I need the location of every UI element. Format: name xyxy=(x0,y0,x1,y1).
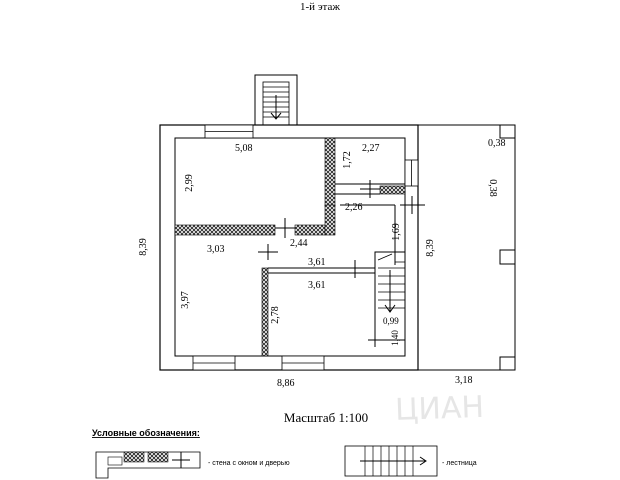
dim-outer-width: 8,86 xyxy=(277,378,295,389)
dim-center-room-height: 2,78 xyxy=(270,306,281,324)
door-markers xyxy=(258,180,425,347)
dim-corridor-width: 2,26 xyxy=(345,202,363,213)
outer-walls xyxy=(159,124,419,371)
entrance-stair xyxy=(254,74,298,126)
dim-right-vertical-1: 1,69 xyxy=(391,223,402,241)
dim-terrace-side: 0,38 xyxy=(487,179,498,197)
floor-title: 1-й этаж xyxy=(300,1,340,13)
dim-center-width: 2,44 xyxy=(290,238,308,249)
dim-outer-height-right: 8,39 xyxy=(425,239,436,257)
legend-wall-symbol xyxy=(95,451,201,479)
dim-hall-width-2: 3,61 xyxy=(308,280,326,291)
dim-room-top-left-width: 5,08 xyxy=(235,143,253,154)
legend-stair-symbol xyxy=(344,445,438,477)
windows xyxy=(192,124,419,371)
dim-terrace-width: 3,18 xyxy=(455,375,473,386)
dim-left-room-width: 3,03 xyxy=(207,244,225,255)
dim-hall-width-1: 3,61 xyxy=(308,257,326,268)
dim-left-room-height: 3,97 xyxy=(180,291,191,309)
dim-stair-width: 0,99 xyxy=(383,316,399,326)
dim-small-room-height: 1,72 xyxy=(342,151,353,169)
dim-small-room-width: 2,27 xyxy=(362,143,380,154)
scale-label: Масштаб 1:100 xyxy=(284,410,368,425)
hatched-walls xyxy=(174,137,406,357)
terrace xyxy=(418,124,516,371)
inner-stair xyxy=(374,251,406,341)
legend-wall-label: - стена с окном и дверью xyxy=(208,460,290,467)
dim-stair-height: 1,40 xyxy=(390,330,400,346)
dim-terrace-top: 0,38 xyxy=(488,138,506,149)
legend-stair-label: - лестница xyxy=(442,460,477,467)
dim-outer-height-left: 8,39 xyxy=(138,238,149,256)
dim-room-top-left-height: 2,99 xyxy=(184,174,195,192)
watermark-text: ЦИАН xyxy=(395,390,485,428)
legend-title: Условные обозначения: xyxy=(92,428,200,438)
